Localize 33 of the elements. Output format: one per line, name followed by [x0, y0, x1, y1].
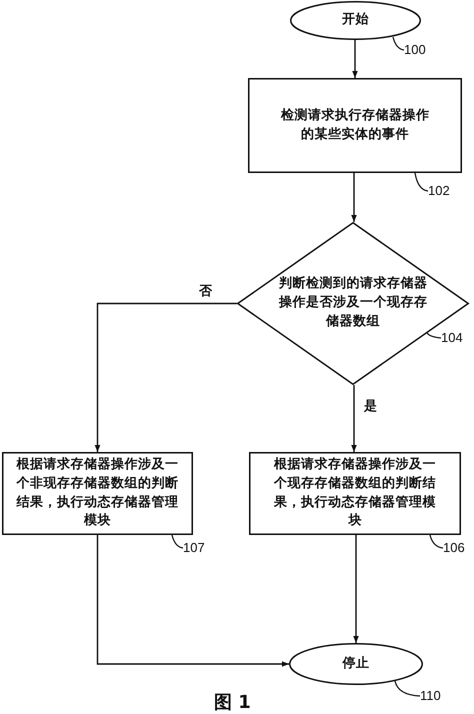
node-text: 停止	[341, 654, 370, 673]
process-box	[2, 452, 193, 535]
leader-line	[414, 172, 428, 192]
callout-number: 107	[183, 540, 205, 555]
leader-line	[394, 680, 420, 697]
leader-line	[392, 36, 404, 51]
arrow	[353, 535, 359, 643]
decision-diamond	[237, 222, 469, 385]
node-text: 根据请求存储器操作涉及一个非现存存储器数组的判断结果，执行动态存储器管理模块	[15, 456, 180, 530]
node-text: 检测请求执行存储器操作的某些实体的事件	[280, 106, 430, 144]
process-box	[248, 78, 462, 173]
leader-line	[429, 534, 444, 549]
terminal-ellipse	[290, 1, 421, 40]
callout-number: 102	[428, 183, 450, 198]
process-box	[249, 452, 461, 535]
figure-caption: 图 1	[214, 691, 251, 714]
arrow	[96, 535, 289, 667]
callout-number: 106	[443, 540, 465, 555]
callout-number: 100	[404, 42, 426, 57]
callout-number: 110	[420, 688, 441, 703]
arrow	[352, 40, 358, 78]
arrow	[351, 385, 357, 452]
leader-line	[171, 534, 184, 549]
node-text: 判断检测到的请求存储器操作是否涉及一个现存存储器数组	[278, 275, 428, 331]
arrow	[94, 302, 237, 452]
arrow	[351, 173, 357, 222]
node-text: 根据请求存储器操作涉及一个现存存储器数组的判断结果，执行动态存储器管理模块	[272, 456, 437, 530]
edge-label: 否	[197, 282, 214, 300]
node-text: 开始	[341, 11, 370, 30]
callout-number: 104	[441, 330, 463, 345]
terminal-ellipse	[289, 643, 423, 685]
edge-label: 是	[362, 397, 379, 415]
leader-line	[426, 332, 442, 339]
